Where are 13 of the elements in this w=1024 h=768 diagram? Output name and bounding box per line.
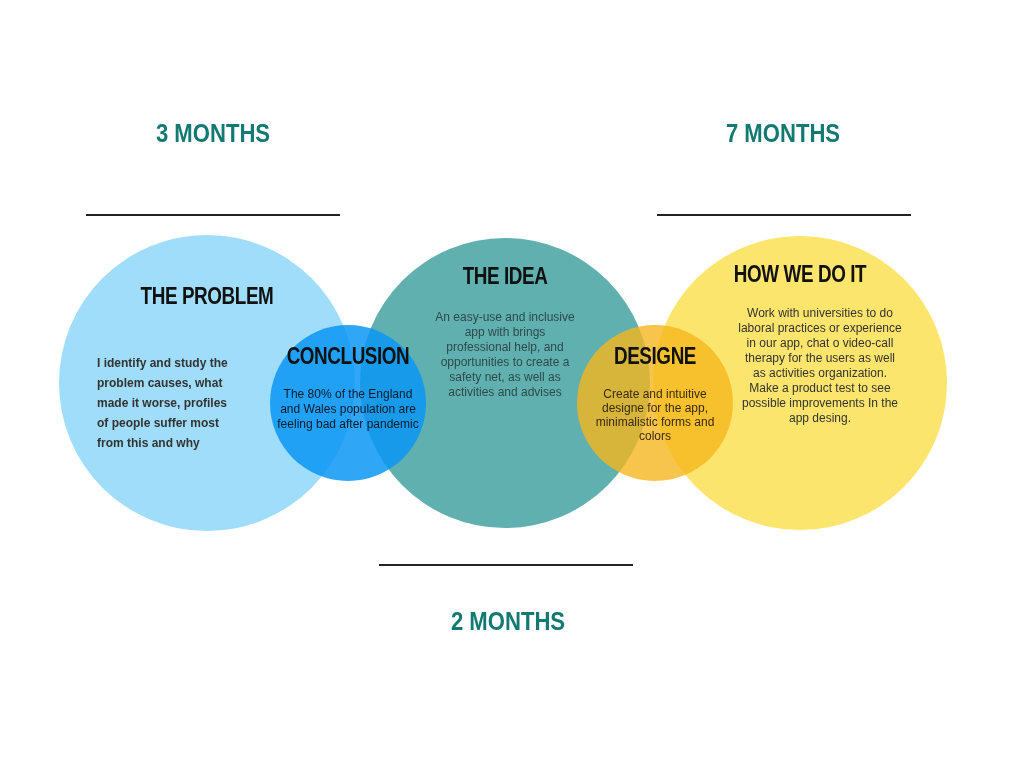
circle-heading: DESIGNE xyxy=(613,343,697,370)
circle-heading: CONCLUSION xyxy=(285,343,411,370)
circle-text: Create and intuitive designe for the app, minimalistic forms and colors xyxy=(594,387,716,443)
circle-heading: THE PROBLEM xyxy=(139,283,275,310)
circle-text: Work with universities to do laboral practices or experience in our app, chat o video-call therapy for the users as well as activities organization. Make a product test to see possible improvements In the app desing. xyxy=(737,306,903,426)
duration-label: 2 MONTHS xyxy=(449,606,567,637)
duration-label: 7 MONTHS xyxy=(724,118,842,149)
circle-heading: THE IDEA xyxy=(461,263,549,290)
circle-heading: HOW WE DO IT xyxy=(732,261,868,288)
circle-text: An easy-use and inclusive app with brings professional help, and opportunities to create a safety net, as well as activities and advises xyxy=(434,310,576,400)
circle-text: I identify and study the problem causes, what made it worse, profiles of people suffer most from this and why xyxy=(97,355,229,452)
duration-label: 3 MONTHS xyxy=(154,118,272,149)
circle-text: The 80% of the England and Wales population are feeling bad after pandemic xyxy=(276,387,420,432)
